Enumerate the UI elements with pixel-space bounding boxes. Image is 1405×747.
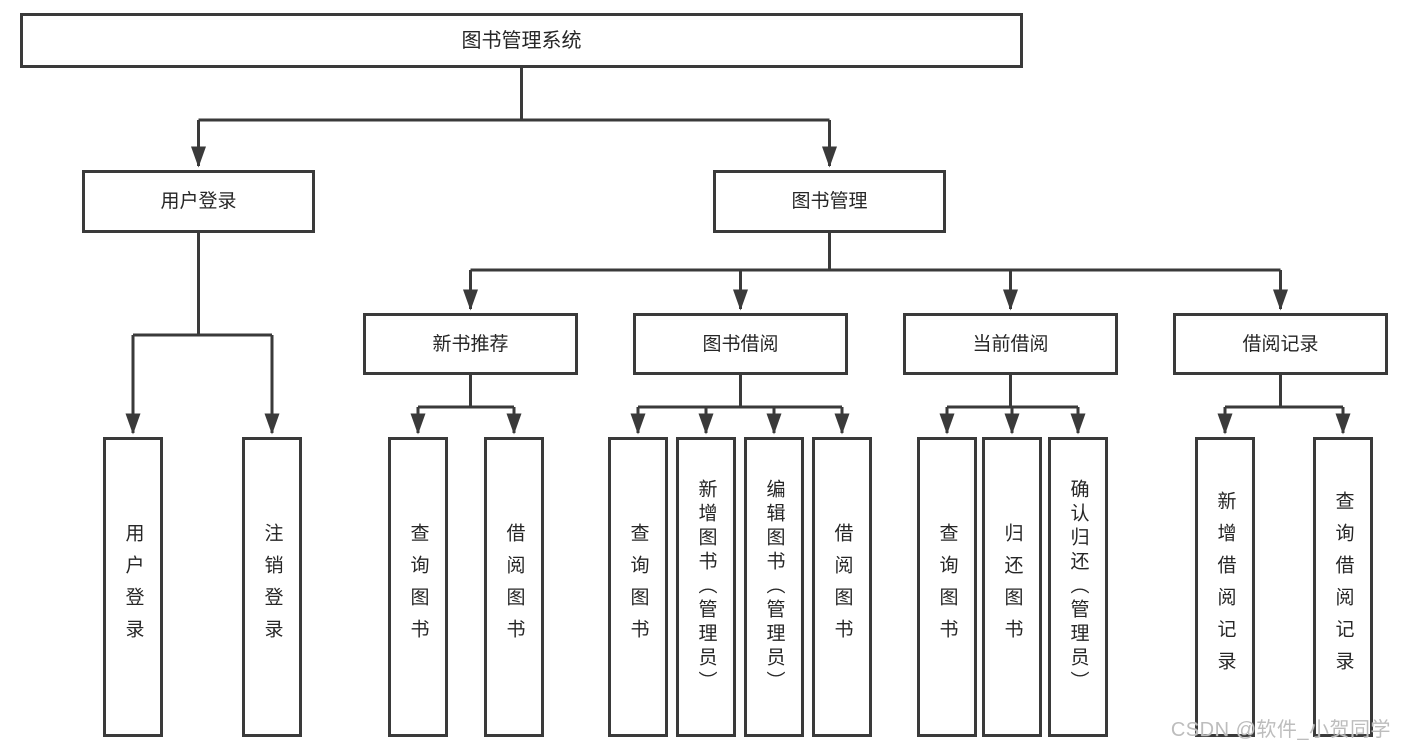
leaf-borrow-books: 借阅图书 xyxy=(812,437,872,737)
connector-root-rail xyxy=(198,66,830,122)
connector-login-rail xyxy=(133,233,272,337)
leaf-confirm-return-admin-label: 确认归还（管理员） xyxy=(1067,479,1089,695)
node-new-book-recommend: 新书推荐 xyxy=(363,313,578,375)
leaf-borrow-books-recommend-label: 借阅图书 xyxy=(503,523,525,651)
connector-bookborrow-rail xyxy=(638,375,842,409)
leaf-return-books: 归还图书 xyxy=(982,437,1042,737)
leaf-add-borrow-record: 新增借阅记录 xyxy=(1195,437,1255,737)
leaf-query-books-recommend: 查询图书 xyxy=(388,437,448,737)
leaf-edit-books-admin: 编辑图书（管理员） xyxy=(744,437,804,737)
leaf-confirm-return-admin: 确认归还（管理员） xyxy=(1048,437,1108,737)
node-new-book-recommend-label: 新书推荐 xyxy=(432,333,509,355)
leaf-query-books-current-label: 查询图书 xyxy=(936,523,958,651)
leaf-query-books-borrowing: 查询图书 xyxy=(608,437,668,737)
leaf-query-books-recommend-label: 查询图书 xyxy=(407,523,429,651)
connector-records-rail xyxy=(1225,375,1343,409)
node-current-borrowing-label: 当前借阅 xyxy=(972,333,1049,355)
node-root-label: 图书管理系统 xyxy=(461,29,582,52)
leaf-logout: 注销登录 xyxy=(242,437,302,737)
node-book-management: 图书管理 xyxy=(713,170,946,233)
leaf-user-login-label: 用户登录 xyxy=(122,523,144,651)
leaf-query-borrow-record-label: 查询借阅记录 xyxy=(1332,491,1354,683)
node-borrow-records-label: 借阅记录 xyxy=(1242,333,1319,355)
leaf-user-login: 用户登录 xyxy=(103,437,163,737)
leaf-add-books-admin-label: 新增图书（管理员） xyxy=(695,479,717,695)
leaf-query-books-current: 查询图书 xyxy=(917,437,977,737)
leaf-borrow-books-recommend: 借阅图书 xyxy=(484,437,544,737)
leaf-query-books-borrowing-label: 查询图书 xyxy=(627,523,649,651)
connector-manage-rail xyxy=(470,233,1281,272)
connector-newbooks-rail xyxy=(418,375,514,409)
node-user-login-label: 用户登录 xyxy=(160,191,237,212)
node-book-management-label: 图书管理 xyxy=(791,191,868,212)
leaf-add-borrow-record-label: 新增借阅记录 xyxy=(1214,491,1236,683)
leaf-add-books-admin: 新增图书（管理员） xyxy=(676,437,736,737)
node-borrow-records: 借阅记录 xyxy=(1173,313,1388,375)
csdn-watermark: CSDN @软件_小贺同学 xyxy=(1170,719,1391,741)
node-root-system: 图书管理系统 xyxy=(20,13,1023,68)
node-current-borrowing: 当前借阅 xyxy=(903,313,1118,375)
leaf-return-books-label: 归还图书 xyxy=(1001,523,1023,651)
leaf-query-borrow-record: 查询借阅记录 xyxy=(1313,437,1373,737)
leaf-logout-label: 注销登录 xyxy=(261,523,283,651)
node-book-borrowing: 图书借阅 xyxy=(633,313,848,375)
node-user-login: 用户登录 xyxy=(82,170,315,233)
node-book-borrowing-label: 图书借阅 xyxy=(702,333,779,355)
leaf-edit-books-admin-label: 编辑图书（管理员） xyxy=(763,479,785,695)
leaf-borrow-books-label: 借阅图书 xyxy=(831,523,853,651)
connector-currentborrow-rail xyxy=(947,375,1078,409)
